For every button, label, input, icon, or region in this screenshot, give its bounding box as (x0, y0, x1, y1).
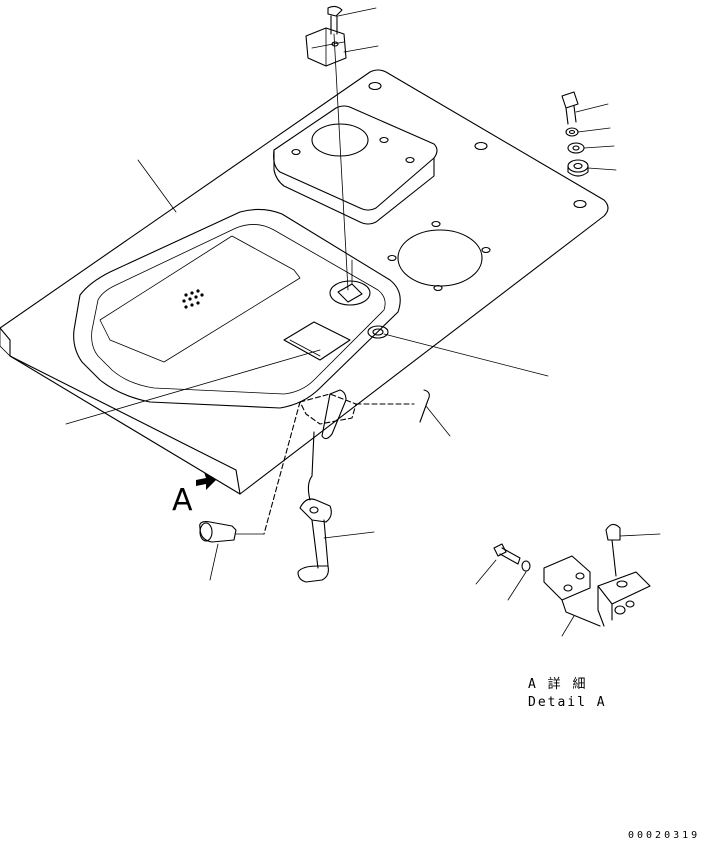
round-port (387, 220, 491, 292)
latch-assembly (263, 389, 430, 535)
boot-cover (273, 105, 438, 225)
flat-washer (567, 142, 585, 154)
floor-mat-recess (73, 208, 401, 409)
detail-title-en: Detail A (528, 695, 607, 710)
drawing-code: 00020319 (628, 830, 700, 841)
top-bracket (305, 27, 347, 67)
lever-handle (297, 498, 332, 583)
floor-plate (0, 69, 609, 495)
view-arrow (196, 472, 216, 490)
knob (199, 521, 237, 543)
detail-washer (521, 560, 531, 572)
top-bolt (327, 5, 343, 35)
detail-bolt (493, 543, 521, 565)
drain-holes (182, 289, 204, 309)
detail-stopper (605, 523, 621, 577)
rubber-cushion (567, 159, 589, 177)
top-bolt-axis (333, 33, 349, 291)
spring-washer (565, 127, 579, 137)
leader-lines (65, 7, 661, 637)
latch-seat (329, 259, 371, 306)
right-bolt (561, 91, 579, 125)
view-marker-label: A (172, 483, 193, 518)
grommet (367, 325, 389, 339)
detail-title-jp: A 詳 細 (528, 676, 587, 692)
detail-bracket (543, 555, 651, 627)
